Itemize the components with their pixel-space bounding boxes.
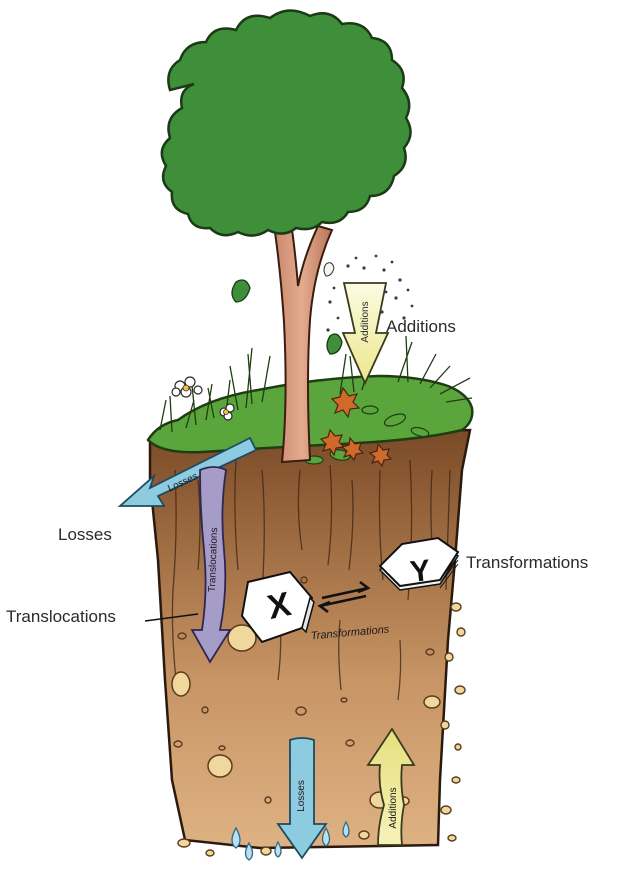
leaf-icon — [327, 334, 342, 354]
losses-arrow-bottom-text: Losses — [296, 780, 307, 812]
leaf-icon — [232, 280, 250, 302]
additions-arrow-bottom-text: Additions — [388, 787, 399, 828]
translocations-label: Translocations — [6, 607, 116, 627]
translocations-arrow-text: Translocations — [207, 527, 220, 592]
additions-arrow-top: Additions — [343, 283, 388, 383]
transformations-label: Transformations — [466, 553, 588, 573]
leaf-icon — [324, 263, 334, 276]
losses-label: Losses — [58, 525, 112, 545]
additions-label: Additions — [386, 317, 456, 337]
additions-arrow-top-text: Additions — [360, 301, 371, 342]
cube-y-label: Y — [408, 554, 431, 589]
